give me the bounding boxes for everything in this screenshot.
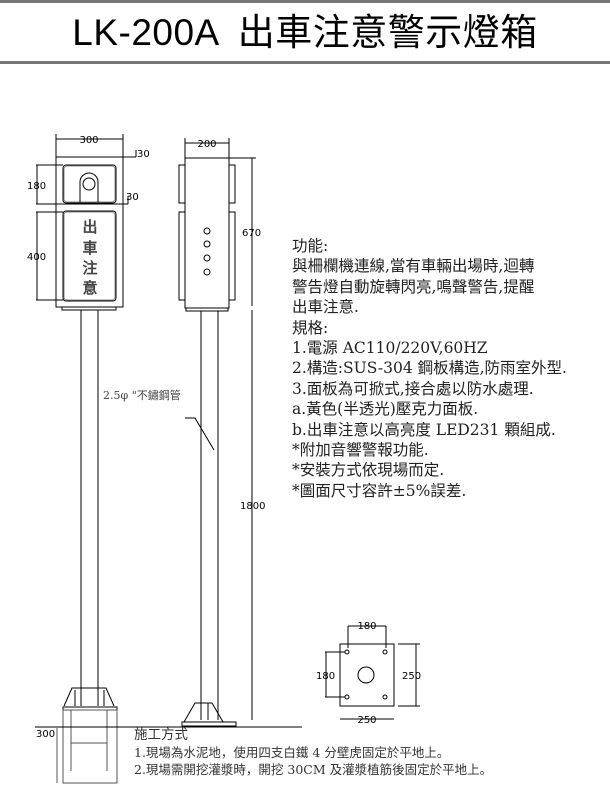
spec-line: 出車注意.	[292, 298, 359, 317]
panel-char: 注	[82, 259, 97, 277]
model-number: LK-200A	[72, 12, 220, 53]
dim-bolt-x: 180	[357, 621, 376, 632]
dim-offset-mid: 30	[126, 192, 139, 203]
dim-side-width: 200	[197, 139, 216, 150]
pipe-label: 2.5φ "不鏽鋼管	[103, 388, 181, 402]
spec-line: a.黃色(半透光)壓克力面板.	[292, 400, 479, 419]
spec-line: 警告燈自動旋轉閃亮,鳴聲警告,提醒	[292, 277, 535, 296]
spec-line: *圖面尺寸容許±5%誤差.	[292, 481, 467, 500]
side-view	[35, 138, 302, 728]
install-line: 2.現場需開挖灌漿時，開挖 30CM 及灌漿植筋後固定於平地上。	[134, 762, 493, 777]
spec-line: 規格:	[292, 318, 329, 337]
spec-line: 與柵欄機連線,當有車輛出場時,迴轉	[292, 257, 535, 276]
panel-char: 意	[82, 279, 97, 297]
spec-line: 2.構造:SUS-304 鋼板構造,防雨室外型.	[292, 359, 567, 378]
dim-plate-width: 250	[357, 715, 376, 726]
product-name: 出車注意警示燈箱	[237, 12, 538, 53]
panel-char: 車	[82, 239, 97, 257]
dim-front-width: 300	[79, 135, 98, 146]
dim-offset-top: 30	[137, 149, 150, 160]
install-line: 1.現場為水泥地，使用四支白鐵 4 分壁虎固定於平地上。	[134, 745, 450, 760]
spec-line: 3.面板為可掀式,接合處以防水處理.	[292, 379, 534, 398]
panel-char: 出	[82, 218, 97, 236]
dim-lower-panel: 400	[27, 252, 46, 263]
base-plate-view	[325, 625, 420, 720]
dim-box-height: 670	[242, 228, 261, 239]
dim-bolt-y: 180	[316, 671, 335, 682]
dim-foundation-depth: 300	[36, 729, 55, 740]
dim-plate-height: 250	[402, 671, 421, 682]
dim-upper-panel: 180	[27, 181, 46, 192]
spec-line: *安裝方式依現場而定.	[292, 461, 445, 480]
spec-line: b.出車注意以高亮度 LED231 顆組成.	[292, 420, 556, 439]
spec-line: 1.電源 AC110/220V,60HZ	[292, 339, 488, 358]
title-top-rule	[0, 0, 610, 3]
title-bottom-rule	[0, 61, 610, 64]
spec-line: 功能:	[292, 237, 329, 255]
installation-notes: 施工方式 1.現場為水泥地，使用四支白鐵 4 分壁虎固定於平地上。 2.現場需開…	[134, 727, 492, 778]
spec-line: *附加音響警報功能.	[292, 441, 429, 460]
install-heading: 施工方式	[134, 727, 188, 743]
dim-pole-height: 1800	[240, 501, 265, 512]
page-title: LK-200A 出車注意警示燈箱	[0, 8, 610, 58]
specification-text: 功能: 與柵欄機連線,當有車輛出場時,迴轉 警告燈自動旋轉閃亮,鳴聲警告,提醒 …	[292, 236, 567, 501]
front-view	[36, 134, 137, 784]
